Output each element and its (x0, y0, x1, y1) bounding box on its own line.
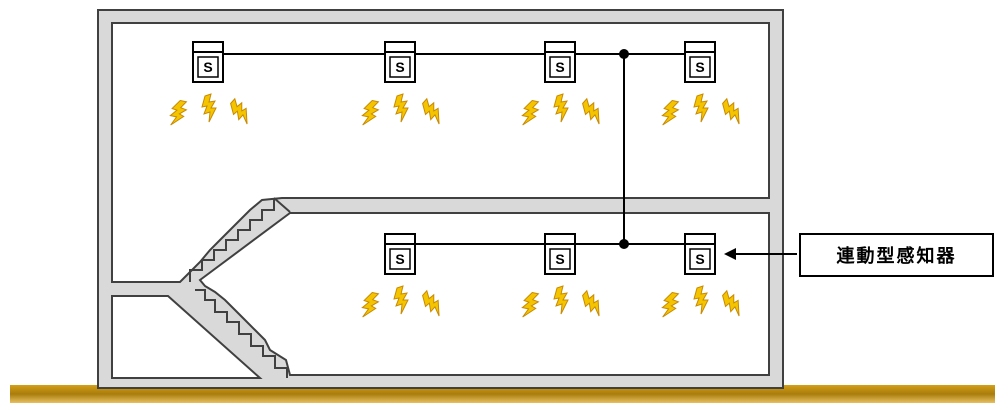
heat-wave-icon (422, 97, 440, 125)
heat-wave-icon (361, 99, 380, 126)
sensor-letter: S (555, 251, 564, 267)
detector-label-box: 連動型感知器 (799, 233, 994, 277)
heat-wave-icon (521, 291, 540, 318)
sensor-letter: S (695, 251, 704, 267)
smoke-detector: S (384, 41, 416, 83)
heat-wave-icon (553, 93, 569, 123)
heat-wave-icon (393, 285, 409, 315)
heat-wave-icon (582, 97, 600, 125)
ground (10, 385, 995, 403)
stairs-lower (195, 289, 288, 378)
detector-label: 連動型感知器 (836, 246, 957, 267)
heat-wave-icon (661, 99, 680, 126)
smoke-detector: S (684, 41, 716, 83)
sensor-letter: S (395, 251, 404, 267)
wire-junction-top (619, 49, 629, 59)
heat-wave-icon (722, 97, 740, 125)
label-arrow-head (724, 248, 736, 260)
smoke-detector: S (384, 233, 416, 275)
heat-wave-icon (661, 291, 680, 318)
heat-wave-icon (422, 289, 440, 317)
sensor-letter: S (695, 59, 704, 75)
wiring (224, 53, 684, 245)
heat-wave-icon (693, 93, 709, 123)
heat-wave-icon (582, 289, 600, 317)
sensor-letter: S (395, 59, 404, 75)
heat-wave-icon (393, 93, 409, 123)
heat-wave-icon (722, 289, 740, 317)
heat-wave-icon (169, 99, 188, 126)
heat-wave-icon (521, 99, 540, 126)
heat-wave-icon (230, 97, 248, 125)
smoke-detector: S (192, 41, 224, 83)
wire-junction-bottom (619, 239, 629, 249)
building-walls (97, 9, 784, 389)
smoke-detector: S (544, 41, 576, 83)
smoke-detector: S (544, 233, 576, 275)
sensor-letter: S (555, 59, 564, 75)
sensor-letter: S (203, 59, 212, 75)
heat-wave-icon (693, 285, 709, 315)
heat-wave-icon (553, 285, 569, 315)
stairs-upper (189, 197, 291, 282)
heat-wave-icon (201, 93, 217, 123)
heat-wave-icon (361, 291, 380, 318)
smoke-detector: S (684, 233, 716, 275)
